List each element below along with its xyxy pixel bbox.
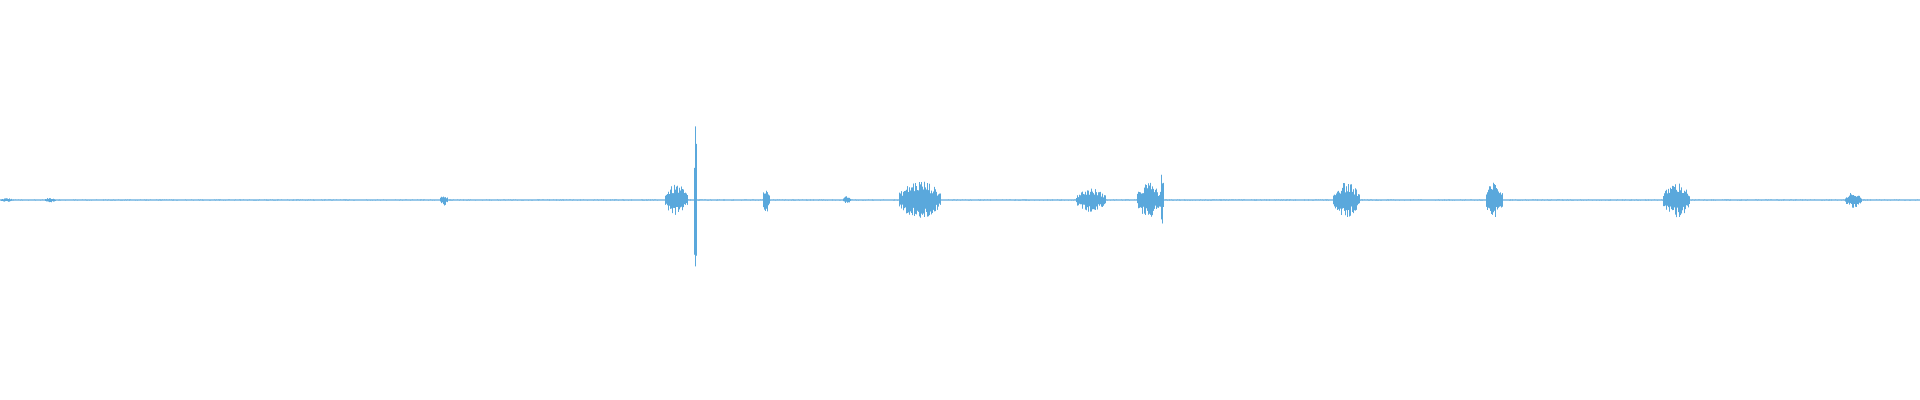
waveform-samples: [0, 126, 1920, 267]
waveform-path: [0, 126, 1920, 267]
